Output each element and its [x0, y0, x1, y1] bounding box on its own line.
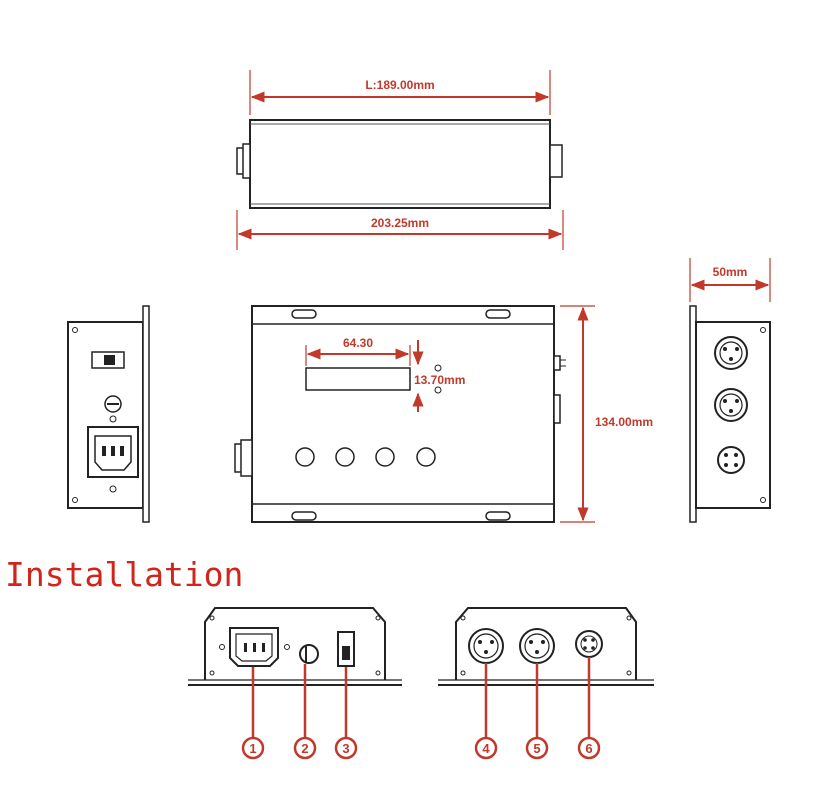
callout-1: 1: [241, 736, 265, 760]
dimension-length-total: 203.25mm: [371, 216, 429, 230]
dimension-height: 134.00mm: [595, 415, 653, 429]
callout-1-label: 1: [249, 741, 256, 756]
front-view: 64.30 13.70mm 134.00mm: [234, 305, 653, 523]
callout-5-label: 5: [533, 741, 540, 756]
callout-2-label: 2: [301, 741, 308, 756]
callout-4-label: 4: [482, 741, 490, 756]
dimension-display-height: 13.70mm: [414, 373, 465, 387]
install-left-panel: [188, 607, 402, 737]
callout-badges: 1 2 3 4 5 6: [241, 736, 601, 760]
callout-4: 4: [474, 736, 498, 760]
dimension-length-body: L:189.00mm: [365, 78, 434, 92]
callout-2: 2: [293, 736, 317, 760]
top-view: L:189.00mm 203.25mm: [236, 70, 564, 250]
left-side-view: [67, 305, 150, 523]
right-side-view: 50mm: [689, 258, 771, 523]
callout-5: 5: [525, 736, 549, 760]
callout-3: 3: [334, 736, 358, 760]
section-title: Installation: [5, 555, 243, 594]
callout-6: 6: [577, 736, 601, 760]
callout-3-label: 3: [342, 741, 349, 756]
callout-6-label: 6: [585, 741, 592, 756]
dimension-depth: 50mm: [713, 265, 748, 279]
dimension-display-width: 64.30: [343, 336, 373, 350]
install-right-panel: [438, 607, 654, 737]
